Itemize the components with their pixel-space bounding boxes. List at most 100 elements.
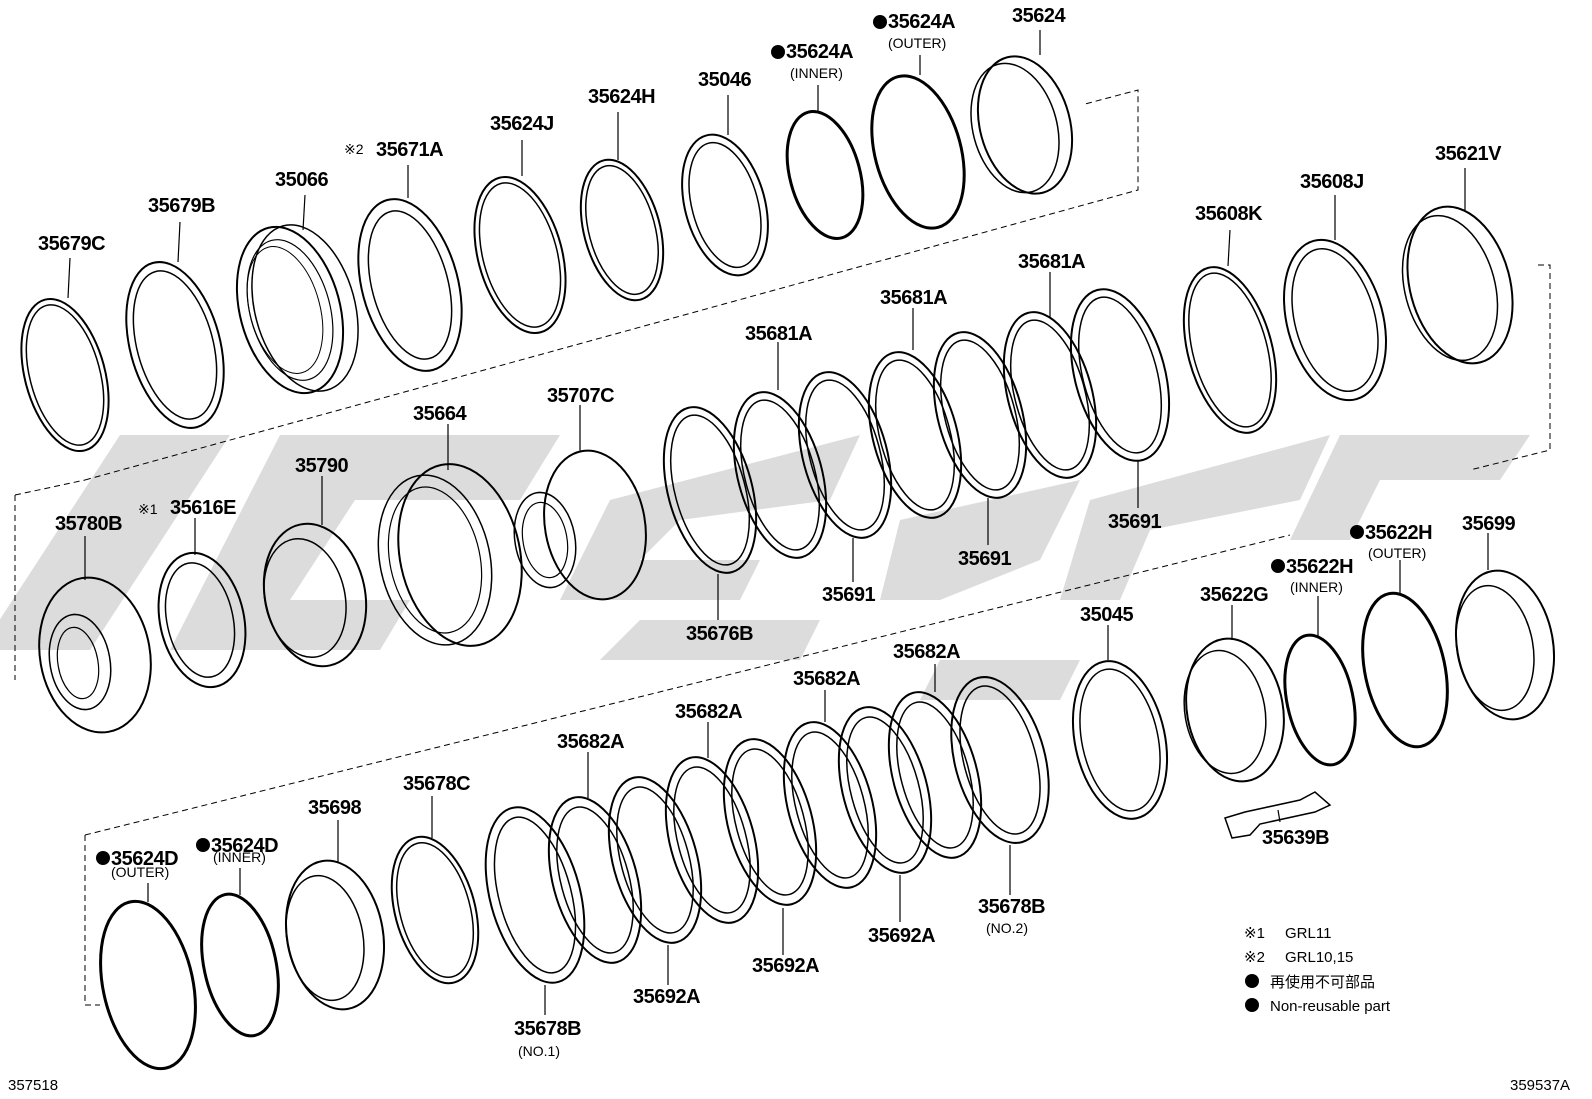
part-note: (OUTER) — [888, 35, 946, 51]
non-reusable-dot — [1350, 525, 1364, 539]
legend-dot-icon — [1245, 974, 1259, 988]
disc-35692A-drawing-2 — [722, 738, 818, 906]
part-label: 35707C — [547, 385, 614, 407]
part-label: 35698 — [308, 797, 361, 819]
part-label: 35682A — [675, 701, 742, 723]
o-ring-35622H-outer-drawing — [1361, 591, 1449, 749]
legend-mark: ※2 — [1244, 949, 1265, 966]
part-note: (INNER) — [213, 849, 266, 865]
part-label: 35621V — [1435, 143, 1502, 165]
bearing-35616E-drawing — [157, 551, 247, 689]
part-label: 35066 — [275, 169, 328, 191]
part-label: 35676B — [686, 623, 753, 645]
legend-text: GRL10,15 — [1285, 949, 1353, 966]
plate-35682A-drawing-4 — [887, 691, 983, 859]
part-label: 35616E — [170, 497, 236, 519]
clutch-pack-35066-drawing — [235, 224, 359, 395]
plate-35682A-drawing-2 — [664, 756, 760, 924]
part-label: 35624 — [1012, 5, 1066, 27]
part-label: 35624D — [211, 835, 278, 857]
disc-35692A-drawing-3 — [837, 706, 933, 874]
snap-ring-35608K-drawing — [1182, 266, 1278, 434]
disc-35691-2-drawing — [932, 331, 1028, 499]
non-reusable-dot — [771, 45, 785, 59]
piston-35621V-drawing — [1401, 205, 1514, 365]
spring-35045-drawing — [1071, 660, 1169, 820]
legend-text: 再使用不可部品 — [1270, 974, 1375, 991]
snap-ring-35624H-drawing — [579, 158, 665, 302]
part-label: 35682A — [893, 641, 960, 663]
plate-35679B-drawing — [125, 261, 225, 429]
seal-35699-drawing — [1454, 569, 1556, 721]
plate-35682A-drawing-3 — [782, 721, 878, 889]
part-label: 35681A — [1018, 251, 1085, 273]
plate-35678B-no2-drawing — [950, 676, 1050, 844]
snap-ring-35679C-drawing — [20, 297, 110, 453]
assembly-outlines — [14, 89, 1551, 1006]
spacer-35671A-drawing — [357, 198, 463, 372]
non-reusable-dot — [196, 838, 210, 852]
part-label: 35692A — [633, 986, 700, 1008]
part-label: 35045 — [1080, 604, 1133, 626]
footer-left-code: 357518 — [8, 1077, 58, 1094]
legend-text: GRL11 — [1285, 925, 1331, 942]
part-label: 35678B — [978, 896, 1045, 918]
part-label: 35608K — [1195, 203, 1263, 225]
clip-35639B-drawing — [1224, 791, 1332, 839]
piston-35624-drawing — [970, 55, 1074, 195]
legend: ※1 GRL11 ※2 GRL10,15 再使用不可部品 Non-reusabl… — [1244, 925, 1391, 1015]
plate-35681A-3-drawing — [1002, 311, 1098, 479]
part-label: 35622H — [1365, 522, 1432, 544]
part-note: (INNER) — [1290, 579, 1343, 595]
part-label: 35682A — [793, 668, 860, 690]
legend-mark: ※1 — [1244, 925, 1265, 942]
part-label: 35682A — [557, 731, 624, 753]
legend-text: Non-reusable part — [1270, 998, 1391, 1015]
spring-35046-drawing — [681, 133, 769, 277]
snap-ring-35624J-drawing — [473, 175, 567, 335]
part-label: 35622G — [1200, 584, 1268, 606]
part-label: 35046 — [698, 69, 751, 91]
part-prefix: ※1 — [138, 501, 158, 517]
part-label: 35699 — [1462, 513, 1515, 535]
part-label: 35691 — [958, 548, 1011, 570]
part-note: (NO.2) — [986, 920, 1028, 936]
legend-dot-icon — [1245, 998, 1259, 1012]
snap-ring-35678C-drawing — [390, 835, 480, 985]
gear-35780B-drawing — [38, 576, 152, 734]
o-ring-35624A-outer-drawing — [870, 74, 966, 230]
part-label: 35780B — [55, 513, 122, 535]
one-way-clutch-35790-drawing — [262, 522, 368, 668]
drum-35664-drawing — [377, 463, 523, 647]
piston-35622G-drawing — [1183, 637, 1285, 783]
part-label: 35679C — [38, 233, 105, 255]
watermark-logo — [0, 435, 1530, 700]
spring-35608J-drawing — [1283, 238, 1387, 402]
o-ring-35624A-inner-drawing — [785, 110, 865, 240]
part-label: 35679B — [148, 195, 215, 217]
part-label: 35692A — [868, 925, 935, 947]
disc-35691-1-drawing — [797, 371, 893, 539]
non-reusable-dot — [873, 15, 887, 29]
footer-right-code: 359537A — [1510, 1077, 1570, 1094]
part-note: (NO.1) — [518, 1043, 560, 1059]
part-label: 35678B — [514, 1018, 581, 1040]
hub-35707C-drawing — [513, 449, 647, 601]
part-label: 35624J — [490, 113, 554, 135]
non-reusable-dot — [1271, 559, 1285, 573]
part-label: 35624A — [888, 11, 955, 33]
disc-35692A-drawing-1 — [607, 776, 703, 944]
part-label: 35691 — [1108, 511, 1161, 533]
part-drawings — [20, 55, 1556, 1071]
non-reusable-dot — [96, 851, 110, 865]
part-label: 35790 — [295, 455, 348, 477]
part-label: 35681A — [745, 323, 812, 345]
part-label: 35681A — [880, 287, 947, 309]
part-prefix: ※2 — [344, 141, 364, 157]
part-label: 35624H — [588, 86, 655, 108]
plate-35682A-drawing-1 — [547, 796, 643, 964]
o-ring-35622H-inner-drawing — [1283, 633, 1357, 767]
leader-lines — [67, 30, 1489, 1015]
part-labels: 35679C 35679B 35066 ※2 35671A 35624J 356… — [38, 5, 1516, 1059]
